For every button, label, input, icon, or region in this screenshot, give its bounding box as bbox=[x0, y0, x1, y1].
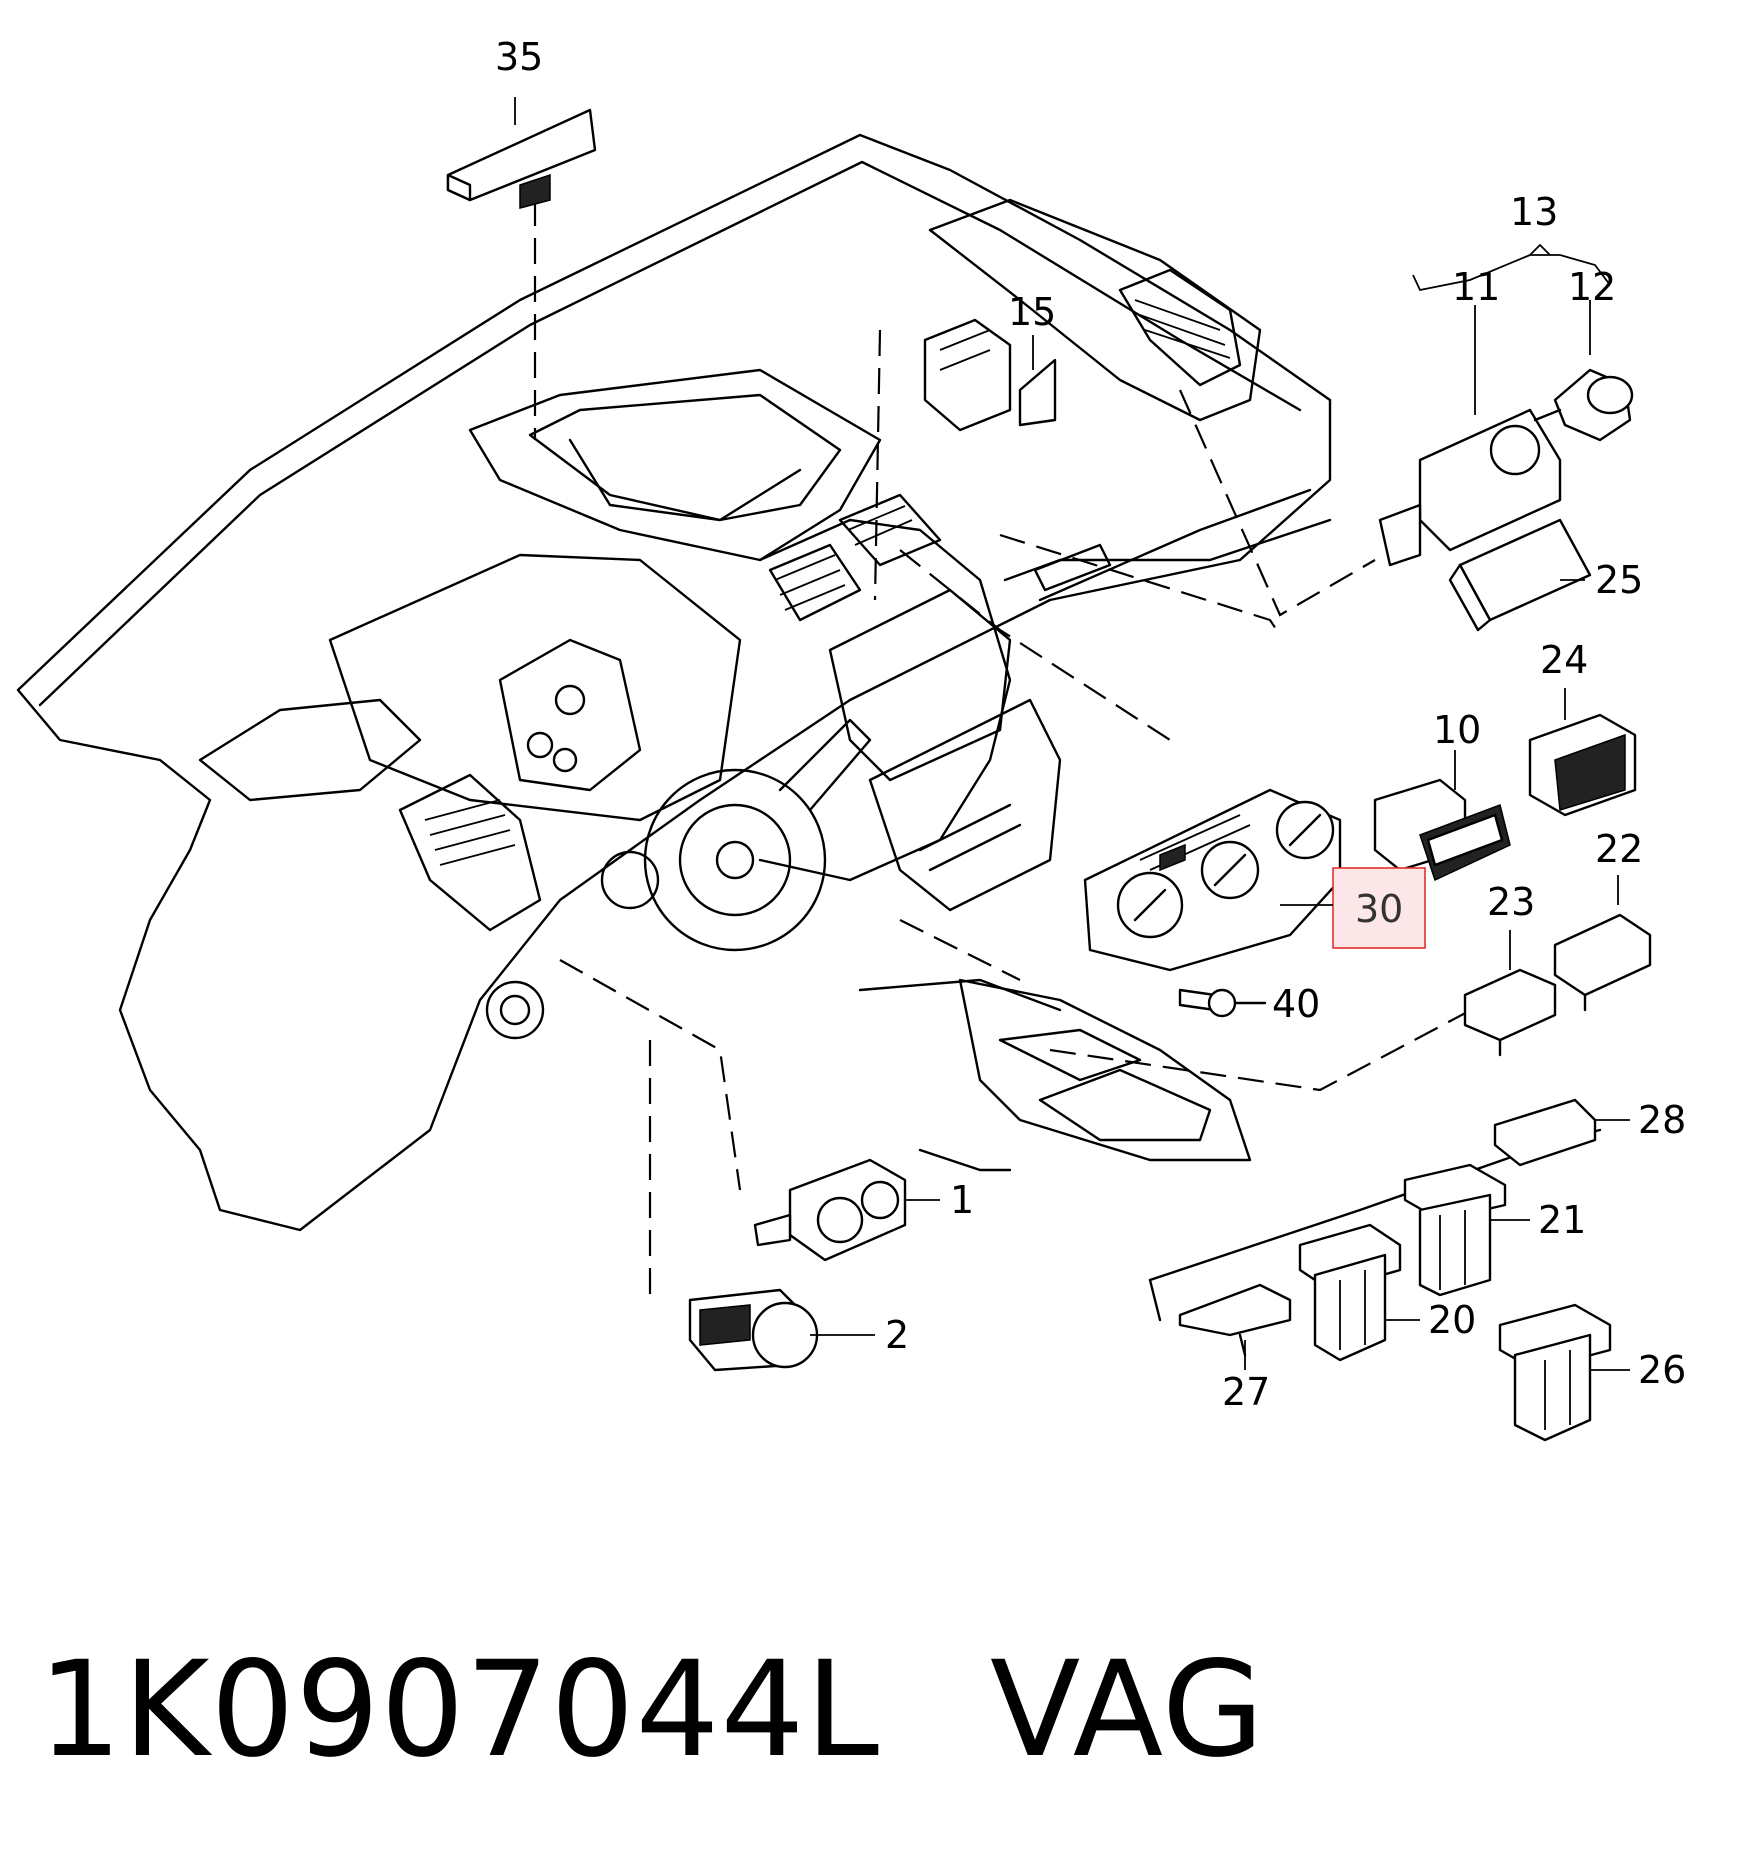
part-27-cover bbox=[1178, 1283, 1292, 1357]
callout-12: 12 bbox=[1568, 265, 1616, 309]
highlight-box-30 bbox=[1332, 867, 1426, 949]
callout-11: 11 bbox=[1452, 265, 1500, 309]
part-26-switch bbox=[1498, 1303, 1612, 1442]
part-15-switch bbox=[923, 318, 1057, 432]
callout-35: 35 bbox=[495, 35, 543, 79]
part-21-switch bbox=[1403, 1163, 1507, 1297]
part-30-climate-control-panel bbox=[1083, 788, 1342, 972]
dashboard-outline bbox=[16, 133, 1602, 1322]
caption: 1K0907044L VAG bbox=[38, 1630, 1265, 1790]
callout-10: 10 bbox=[1433, 708, 1481, 752]
callout-21: 21 bbox=[1538, 1198, 1586, 1242]
callout-20: 20 bbox=[1428, 1298, 1476, 1342]
callout-40: 40 bbox=[1272, 982, 1320, 1026]
callout-27: 27 bbox=[1222, 1370, 1270, 1414]
callout-30: 30 bbox=[1355, 887, 1403, 931]
callout-leaders bbox=[514, 97, 1630, 1371]
callout-28: 28 bbox=[1638, 1098, 1686, 1142]
part-10-switch-passenger-airbag bbox=[1373, 778, 1511, 882]
part-22-blanking-cap bbox=[1553, 913, 1652, 1012]
callout-23: 23 bbox=[1487, 880, 1535, 924]
part-28-blanking-cap bbox=[1493, 1098, 1597, 1167]
callout-15: 15 bbox=[1008, 290, 1056, 334]
part-23-blanking-cap bbox=[1463, 968, 1557, 1057]
callout-13: 13 bbox=[1510, 190, 1558, 234]
callout-25: 25 bbox=[1595, 558, 1643, 602]
callout-2: 2 bbox=[885, 1313, 909, 1357]
callout-1: 1 bbox=[950, 1178, 974, 1222]
brand-name: VAG bbox=[989, 1633, 1266, 1787]
part-2-light-switch bbox=[688, 1288, 819, 1372]
part-40-screw bbox=[1178, 988, 1267, 1018]
part-12-cigarette-lighter bbox=[1533, 368, 1634, 442]
exploded-parts-diagram: 35 15 13 11 12 25 24 10 22 23 30 40 1 2 … bbox=[16, 35, 1686, 1442]
callout-labels: 35 15 13 11 12 25 24 10 22 23 30 40 1 2 … bbox=[495, 35, 1686, 1414]
part-25-blanking-plate bbox=[1448, 518, 1592, 632]
part-number: 1K0907044L bbox=[38, 1633, 880, 1787]
callout-26: 26 bbox=[1638, 1348, 1686, 1392]
leader-lines bbox=[533, 200, 1491, 1300]
part-1-headlight-switch bbox=[753, 1158, 907, 1262]
callout-22: 22 bbox=[1595, 827, 1643, 871]
part-20-esp-off-switch bbox=[1298, 1223, 1402, 1362]
part-35-cover-strip bbox=[446, 108, 597, 209]
part-24-switch bbox=[1528, 713, 1637, 817]
part-11-socket-housing bbox=[1378, 408, 1562, 567]
callout-24: 24 bbox=[1540, 638, 1588, 682]
